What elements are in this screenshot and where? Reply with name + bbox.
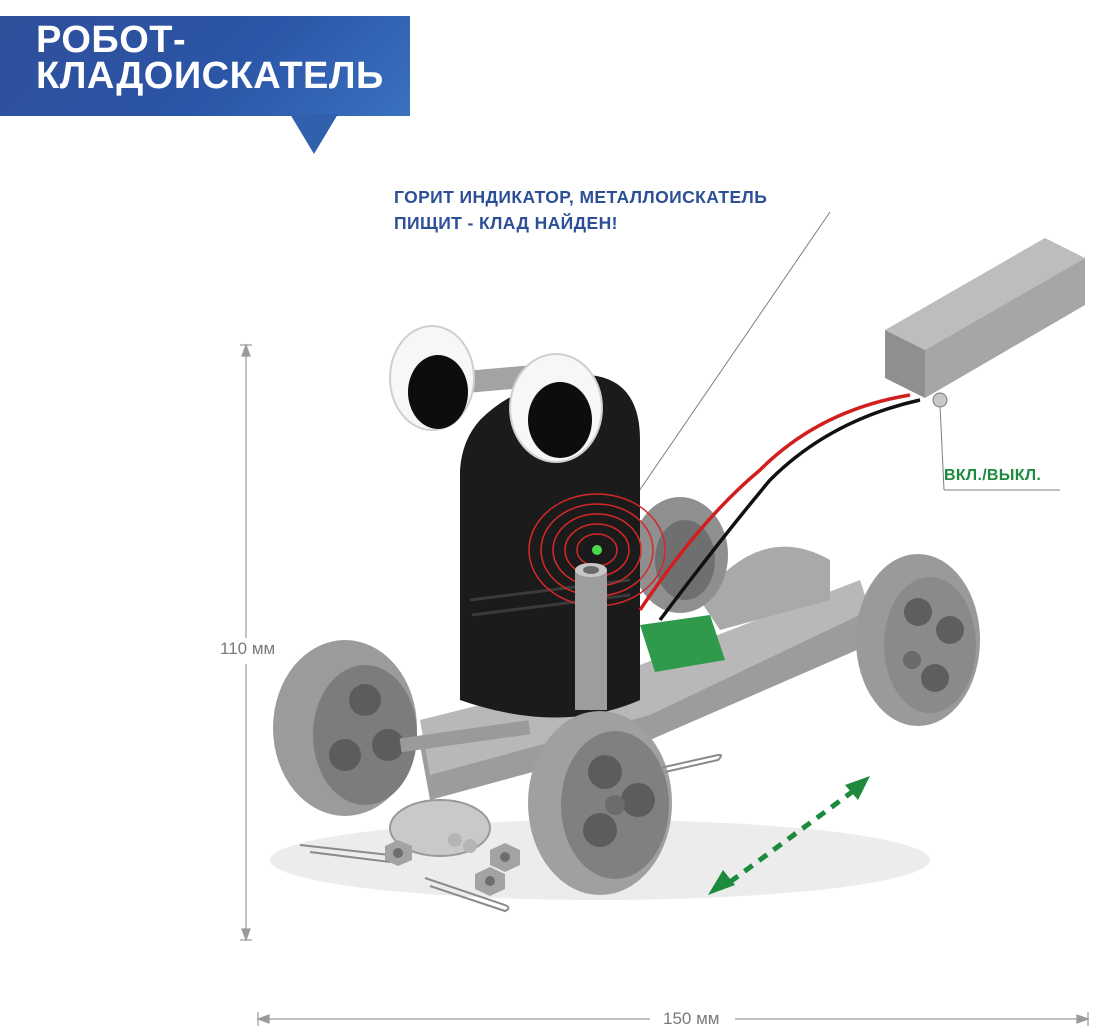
sensor-post bbox=[575, 563, 607, 710]
width-dimension-label: 150 мм bbox=[655, 1009, 728, 1029]
arrow-head-backward bbox=[708, 870, 735, 895]
battery-box bbox=[885, 238, 1085, 408]
front-left-wheel bbox=[273, 640, 417, 816]
nuts-and-screws bbox=[385, 833, 520, 896]
power-switch-label: ВКЛ./ВЫКЛ. bbox=[944, 467, 1042, 484]
indicator-callout: ГОРИТ ИНДИКАТОР, МЕТАЛЛОИСКАТЕЛЬ ПИЩИТ -… bbox=[394, 184, 767, 236]
product-title-line1: РОБОТ- bbox=[36, 19, 187, 61]
title-banner bbox=[0, 16, 410, 116]
left-googly-eye bbox=[389, 325, 475, 431]
red-wire bbox=[638, 393, 911, 611]
title-banner-pointer bbox=[290, 114, 338, 154]
height-dimension-line bbox=[240, 343, 252, 942]
right-googly-eye bbox=[509, 353, 603, 463]
product-title-line2: КЛАДОИСКАТЕЛЬ bbox=[36, 55, 384, 97]
rear-right-wheel bbox=[856, 554, 980, 726]
height-dimension-label: 110 мм bbox=[216, 639, 280, 659]
product-title: РОБОТ- КЛАДОИСКАТЕЛЬ bbox=[36, 19, 384, 97]
width-dimension-line bbox=[256, 1012, 1090, 1026]
power-switch-icon bbox=[932, 392, 948, 408]
chassis bbox=[420, 546, 880, 800]
indicator-callout-line1: ГОРИТ ИНДИКАТОР, МЕТАЛЛОИСКАТЕЛЬ bbox=[394, 187, 768, 207]
movement-arrow bbox=[728, 789, 854, 885]
black-wire bbox=[658, 398, 921, 622]
indicator-led-icon bbox=[592, 545, 602, 555]
switch-leader-line bbox=[939, 404, 945, 491]
arrow-head-forward bbox=[845, 776, 870, 800]
front-right-wheel bbox=[528, 711, 672, 895]
circuit-board bbox=[640, 615, 725, 672]
indicator-callout-line2: ПИЩИТ - КЛАД НАЙДЕН! bbox=[394, 213, 618, 233]
